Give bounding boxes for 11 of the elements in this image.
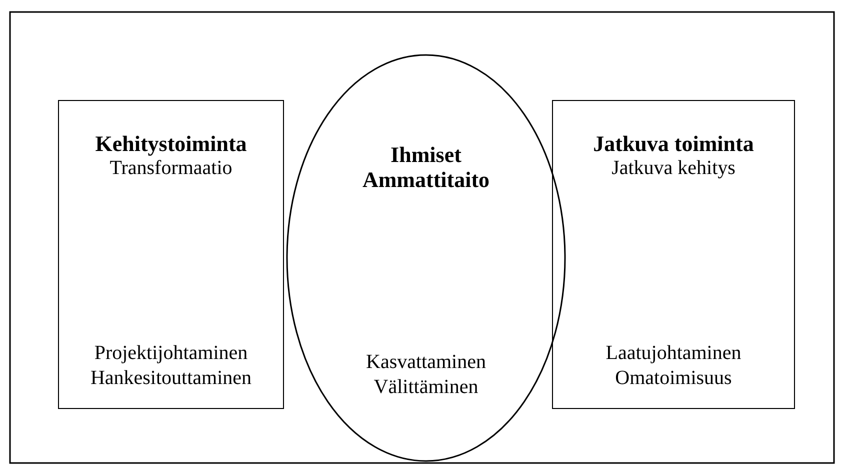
body-text: Kasvattaminen Välittäminen	[365, 350, 487, 400]
subtitle-text: Jatkuva kehitys	[610, 156, 736, 181]
heading-text: Kehitystoiminta	[94, 131, 248, 156]
process-box	[58, 100, 284, 409]
body-text: Projektijohtaminen Hankesitouttaminen	[89, 341, 253, 391]
subtitle-text: Transformaatio	[108, 156, 234, 181]
heading-text: Ihmiset Ammattitaito	[361, 142, 491, 192]
heading-text: Jatkuva toiminta	[592, 131, 755, 156]
body-text: Laatujohtaminen Omatoimisuus	[604, 341, 742, 391]
process-box	[552, 100, 795, 409]
ellipse-node	[286, 54, 566, 462]
